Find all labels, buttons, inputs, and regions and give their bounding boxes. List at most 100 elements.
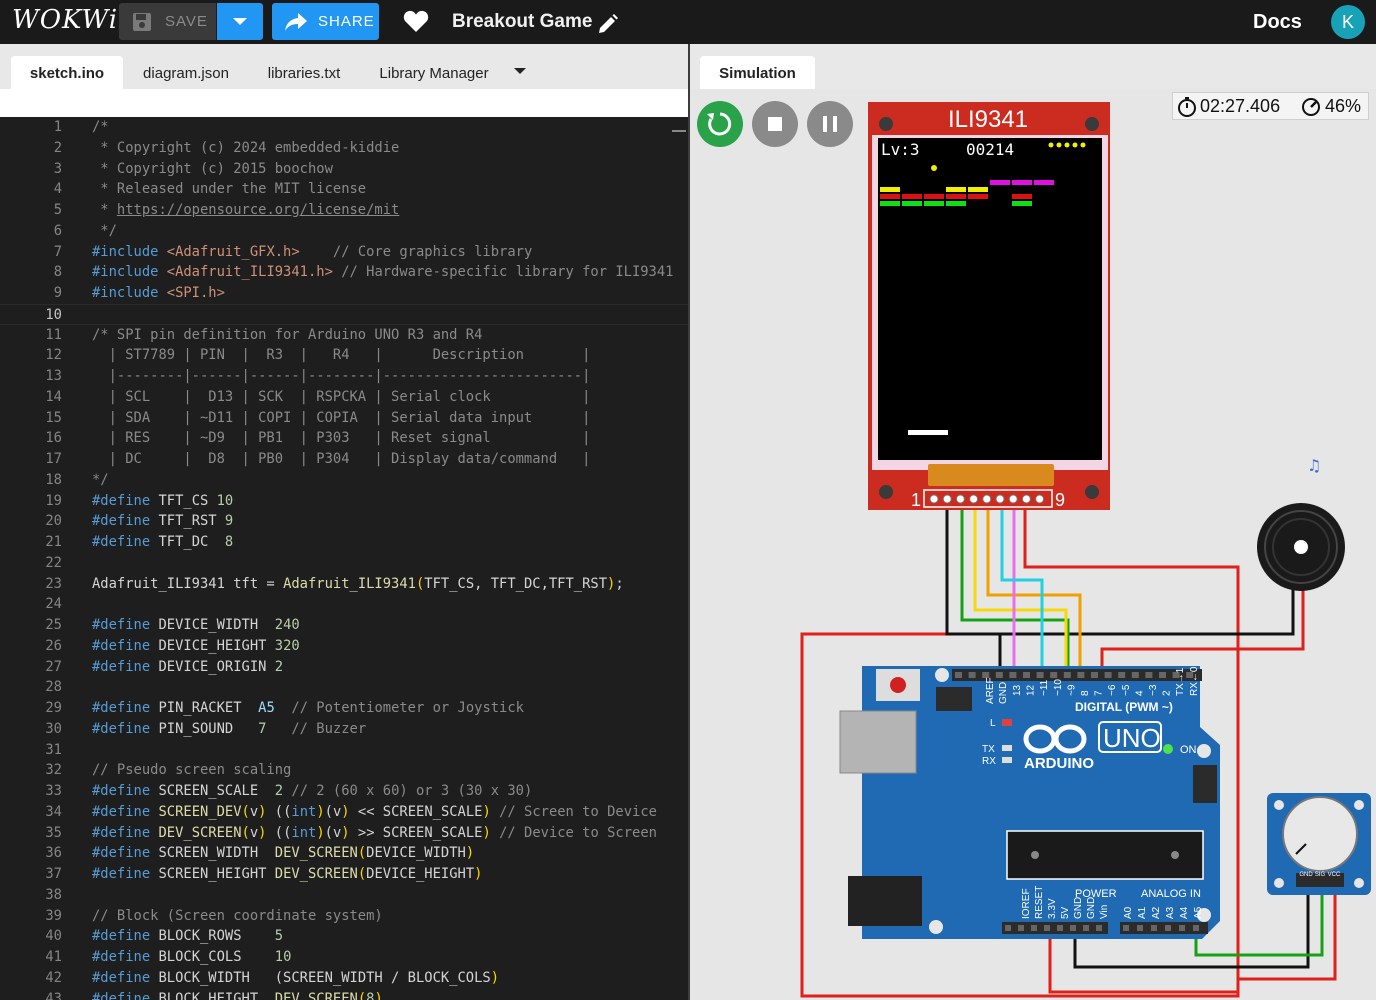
user-avatar[interactable]: K	[1331, 5, 1365, 39]
pencil-icon[interactable]	[597, 13, 619, 35]
line-number: 2	[53, 139, 62, 156]
brick	[968, 194, 988, 199]
code-line[interactable]: 13 |--------|------|------|--------|----…	[0, 366, 688, 387]
buzzer[interactable]: ♫	[1257, 456, 1345, 591]
reset-button[interactable]	[890, 677, 906, 693]
tx-label: TX	[982, 744, 995, 755]
code-line[interactable]: 28	[0, 677, 688, 698]
arduino-brand: ARDUINO	[1024, 755, 1094, 772]
project-title[interactable]: Breakout Game	[452, 11, 593, 32]
potentiometer[interactable]: GND SIG VCC	[1267, 793, 1371, 895]
tab-diagram-json[interactable]: diagram.json	[143, 65, 229, 82]
wire-red-d7[interactable]	[1100, 589, 1305, 673]
wire-black-lcd-gnd[interactable]	[945, 509, 1002, 673]
pause-icon	[823, 116, 837, 132]
code-line[interactable]: 9#include <SPI.h>	[0, 283, 688, 304]
code-line[interactable]: 27#define DEVICE_ORIGIN 2	[0, 657, 688, 678]
code-line[interactable]: 31	[0, 740, 688, 761]
tab-simulation[interactable]: Simulation	[700, 56, 815, 89]
code-line[interactable]: 8#include <Adafruit_ILI9341.h> // Hardwa…	[0, 262, 688, 283]
code-line[interactable]: 2 * Copyright (c) 2024 embedded-kiddie	[0, 138, 688, 159]
code-line[interactable]: 36#define SCREEN_WIDTH DEV_SCREEN(DEVICE…	[0, 843, 688, 864]
wokwi-logo[interactable]: WOKWi	[12, 5, 119, 35]
wire-black-buzzer[interactable]	[1000, 589, 1295, 636]
pane-divider[interactable]	[688, 44, 690, 1000]
code-line[interactable]: 12 | ST7789 | PIN | R3 | R4 | Descriptio…	[0, 345, 688, 366]
code-line[interactable]: 16 | RES | ~D9 | PB1 | P303 | Reset sign…	[0, 428, 688, 449]
code-line[interactable]: 29#define PIN_RACKET A5 // Potentiometer…	[0, 698, 688, 719]
brick	[946, 201, 966, 206]
pause-button[interactable]	[807, 101, 853, 147]
code-line[interactable]: 4 * Released under the MIT license	[0, 179, 688, 200]
simulation-canvas[interactable]: 02:27.406 46%	[690, 89, 1376, 1000]
code-line[interactable]: 22	[0, 553, 688, 574]
tab-sketch-ino[interactable]: sketch.ino	[11, 56, 123, 89]
tab-menu-chevron-icon[interactable]	[514, 68, 526, 74]
music-note-icon: ♫	[1307, 456, 1321, 475]
code-line[interactable]: 37#define SCREEN_HEIGHT DEV_SCREEN(DEVIC…	[0, 864, 688, 885]
wire-green-a5[interactable]	[1194, 884, 1324, 957]
code-line[interactable]: 20#define TFT_RST 9	[0, 511, 688, 532]
wire-yellow[interactable]	[973, 509, 1068, 673]
code-line[interactable]: 30#define PIN_SOUND 7 // Buzzer	[0, 719, 688, 740]
wire-red-buzzer[interactable]	[1048, 927, 1238, 994]
code-line[interactable]: 18*/	[0, 470, 688, 491]
code-line[interactable]: 26#define DEVICE_HEIGHT 320	[0, 636, 688, 657]
editor-scrollbar[interactable]	[672, 130, 686, 132]
ili9341-display[interactable]: ILI9341 Lv:3 00214 1 9	[868, 102, 1110, 510]
code-line[interactable]: 39// Block (Screen coordinate system)	[0, 906, 688, 927]
header-pin	[1083, 925, 1089, 931]
stop-button[interactable]	[752, 101, 798, 147]
wire-red-pot[interactable]	[1238, 884, 1337, 981]
heart-icon[interactable]	[403, 9, 429, 33]
header-pin	[1077, 672, 1085, 678]
code-line[interactable]: 34#define SCREEN_DEV(v) ((int)(v) << SCR…	[0, 802, 688, 823]
share-button[interactable]: SHARE	[272, 3, 379, 40]
save-dropdown-button[interactable]	[217, 3, 263, 40]
code-line[interactable]: 15 | SDA | ~D11 | COPI | COPIA | Serial …	[0, 408, 688, 429]
wire-cyan[interactable]	[1000, 509, 1044, 673]
code-line[interactable]: 6 */	[0, 221, 688, 242]
code-line[interactable]: 3 * Copyright (c) 2015 boochow	[0, 159, 688, 180]
power-header	[1002, 922, 1108, 934]
code-line[interactable]: 24	[0, 594, 688, 615]
code-line[interactable]: 7#include <Adafruit_GFX.h> // Core graph…	[0, 242, 688, 263]
code-line[interactable]: 42#define BLOCK_WIDTH (SCREEN_WIDTH / BL…	[0, 968, 688, 989]
code-editor[interactable]: 1/*2 * Copyright (c) 2024 embedded-kiddi…	[0, 117, 688, 1000]
tab-libraries-txt[interactable]: libraries.txt	[267, 65, 341, 82]
code-line[interactable]: 1/*	[0, 117, 688, 138]
code-line[interactable]: 17 | DC | D8 | PB0 | P304 | Display data…	[0, 449, 688, 470]
brick	[946, 187, 966, 192]
code-line[interactable]: 14 | SCL | D13 | SCK | RSPCKA | Serial c…	[0, 387, 688, 408]
wire-orange[interactable]	[986, 509, 1082, 673]
code-line[interactable]: 43#define BLOCK_HEIGHT DEV_SCREEN(8)	[0, 989, 688, 1000]
line-number: 4	[53, 181, 62, 198]
code-line[interactable]: 25#define DEVICE_WIDTH 240	[0, 615, 688, 636]
code-line[interactable]: 40#define BLOCK_ROWS 5	[0, 926, 688, 947]
code-line[interactable]: 19#define TFT_CS 10	[0, 491, 688, 512]
tab-library-manager[interactable]: Library Manager	[379, 65, 489, 82]
docs-link[interactable]: Docs	[1253, 11, 1302, 33]
lcd-screen	[878, 138, 1102, 460]
mount-hole	[929, 920, 943, 934]
code-line[interactable]: 32// Pseudo screen scaling	[0, 760, 688, 781]
code-line[interactable]: 35#define DEV_SCREEN(v) ((int)(v) >> SCR…	[0, 823, 688, 844]
code-line[interactable]: 10	[0, 303, 688, 325]
code-line[interactable]: 33#define SCREEN_SCALE 2 // 2 (60 x 60) …	[0, 781, 688, 802]
restart-button[interactable]	[697, 101, 743, 147]
code-line[interactable]: 5 * https://opensource.org/license/mit	[0, 200, 688, 221]
code-text: */	[92, 222, 117, 239]
editor-pane: sketch.ino diagram.json libraries.txt Li…	[0, 44, 688, 1000]
code-line[interactable]: 41#define BLOCK_COLS 10	[0, 947, 688, 968]
pot-knob[interactable]	[1282, 796, 1358, 872]
l-label: L	[990, 718, 996, 729]
wire-black-pot[interactable]	[1073, 884, 1310, 969]
code-line[interactable]: 11/* SPI pin definition for Arduino UNO …	[0, 325, 688, 346]
save-button[interactable]: SAVE	[119, 3, 216, 40]
code-line[interactable]: 38	[0, 885, 688, 906]
code-line[interactable]: 21#define TFT_DC 8	[0, 532, 688, 553]
wire-red-vcc[interactable]	[800, 509, 1240, 998]
